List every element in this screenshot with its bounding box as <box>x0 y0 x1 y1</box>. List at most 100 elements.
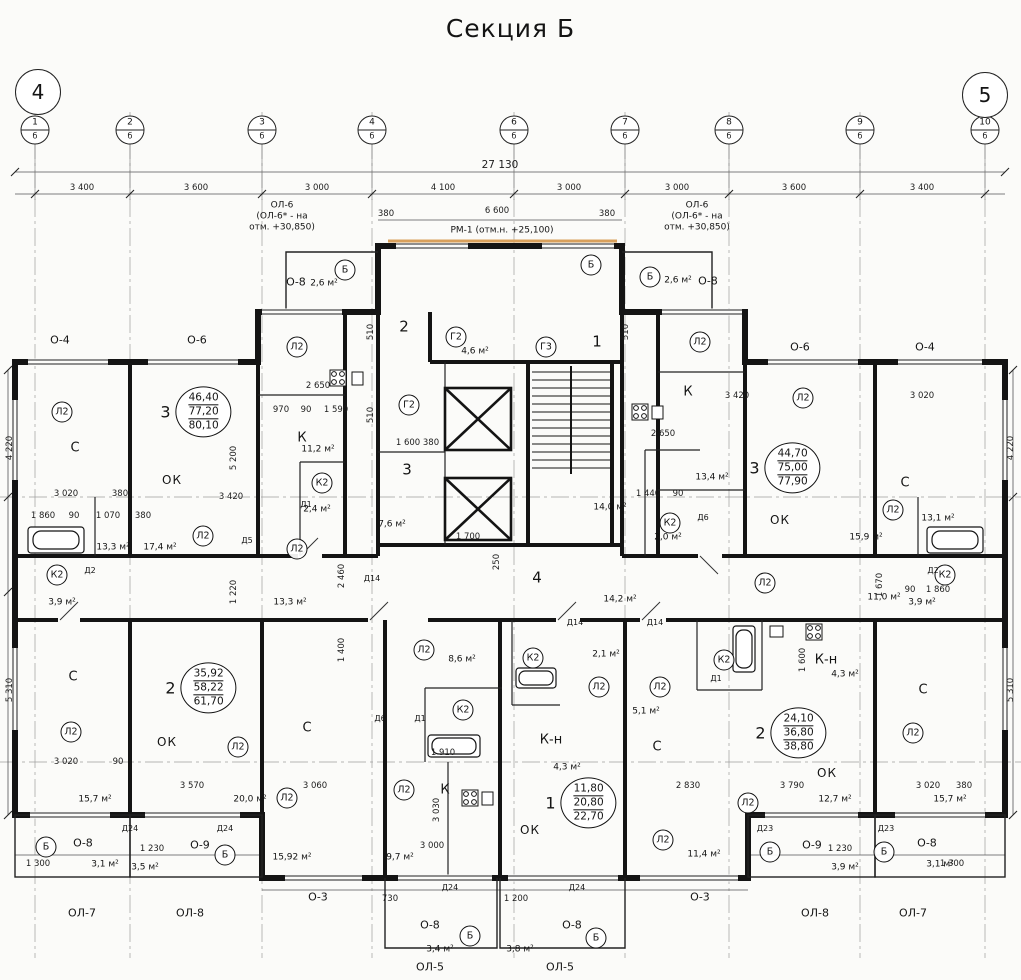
dimension: 250 <box>491 553 502 571</box>
apartment-area-value: 80,10 <box>188 419 219 432</box>
room-area: 4,3 м² <box>831 669 859 680</box>
total-dimension: 27 130 <box>481 158 519 171</box>
grid-axis-number: 3 <box>248 117 276 131</box>
window-label: О-9 <box>190 838 210 852</box>
apartment-area-value: 75,00 <box>777 461 808 476</box>
room-area: 9,7 м² <box>386 852 414 863</box>
balcony-marker: Б <box>459 925 481 947</box>
room-area: 3,4 м² <box>426 944 454 955</box>
dimension: 2 650 <box>650 428 676 439</box>
apartment-area-value: 35,92 <box>193 667 224 682</box>
door-label: Д14 <box>566 618 584 627</box>
window-label: О-8 <box>286 275 306 289</box>
dimension: 3 790 <box>779 780 805 791</box>
dimension: 4 220 <box>4 435 15 461</box>
bath-unit-marker: К2 <box>311 472 333 494</box>
room-kitchen: К <box>297 430 307 446</box>
note-ol6: ОЛ-6 <box>685 200 709 211</box>
room-area: 14,2 м² <box>603 594 637 605</box>
zone-number: 3 <box>402 460 412 479</box>
dimension: 1 220 <box>228 579 239 605</box>
dimension: 380 <box>422 437 440 448</box>
dimension: 3 020 <box>53 756 79 767</box>
zone-number: 2 <box>399 317 409 336</box>
zone-number: 1 <box>592 332 602 351</box>
grid-axis-suffix: б <box>857 131 863 141</box>
loggia-marker: Л2 <box>737 792 759 814</box>
apartment-area-value: 22,70 <box>573 810 604 823</box>
loggia-marker: Л2 <box>754 572 776 594</box>
room-area: 15,7 м² <box>78 794 112 805</box>
balcony-marker: Б <box>873 841 895 863</box>
apartment-area-value: 38,80 <box>783 740 814 753</box>
dimension: 380 <box>377 208 395 219</box>
room-area: 13,1 м² <box>921 513 955 524</box>
apartment-room-count: 1 <box>545 793 556 813</box>
dimension: 1 440 <box>635 488 661 499</box>
apartment-area-value: 11,80 <box>573 782 604 797</box>
balcony-marker: Б <box>580 254 602 276</box>
room-area: 3,9 м² <box>831 862 859 873</box>
room-living: С <box>302 720 312 736</box>
door-label: Д2 <box>84 566 96 575</box>
loggia-marker: Л2 <box>286 336 308 358</box>
room-area: 13,4 м² <box>695 472 729 483</box>
dimension: 3 030 <box>431 797 442 823</box>
apartment-room-count: 3 <box>749 458 760 478</box>
room-area: 2,4 м² <box>303 504 331 515</box>
bath-unit-marker: К2 <box>522 647 544 669</box>
loggia-marker: Л2 <box>276 787 298 809</box>
loggia-marker: Л2 <box>649 676 671 698</box>
apartment-area-value: 44,70 <box>777 447 808 462</box>
room-area: 11,0 м² <box>867 592 901 603</box>
grid-axis-number: 4 <box>358 117 386 131</box>
room-area: 3,8 м² <box>506 944 534 955</box>
window-unit-label: ОК <box>162 473 182 487</box>
apartment-area-value: 24,10 <box>783 712 814 727</box>
dimension: 3 570 <box>179 780 205 791</box>
window-label: О-6 <box>187 333 207 347</box>
dimension: 1 860 <box>30 510 56 521</box>
room-area: 2,6 м² <box>310 278 338 289</box>
dimension: 380 <box>598 208 616 219</box>
bath-unit-marker: К2 <box>452 699 474 721</box>
bath-unit-marker: К2 <box>713 649 735 671</box>
dimension: 5 200 <box>228 445 239 471</box>
loggia-marker: Л2 <box>227 736 249 758</box>
grid-axis-number: 7 <box>611 117 639 131</box>
axis-dimension: 3 600 <box>781 182 807 193</box>
room-area: 15,9 м² <box>849 532 883 543</box>
dimension: 1 070 <box>95 510 121 521</box>
loggia-marker: Л2 <box>393 779 415 801</box>
window-label: О-3 <box>308 890 328 904</box>
dimension: 2 460 <box>336 563 347 589</box>
dimension: 1 230 <box>139 843 165 854</box>
grid-axis-suffix: б <box>982 131 988 141</box>
door-label: Д24 <box>121 824 139 833</box>
room-living: С <box>68 669 78 685</box>
dimension: 730 <box>381 893 399 904</box>
axis-dimension: 4 100 <box>430 182 456 193</box>
dimension: 90 <box>68 510 80 521</box>
loggia-marker: Л2 <box>902 722 924 744</box>
section-axis-marker-4: 4 <box>15 69 61 115</box>
dimension: 1 300 <box>939 858 965 869</box>
windows <box>11 242 1009 882</box>
elevator-shafts <box>443 386 513 542</box>
window-label: О-3 <box>690 890 710 904</box>
dimension: 90 <box>672 488 684 499</box>
loggia-label: ОЛ-7 <box>68 906 96 920</box>
note-rm1: РМ-1 (отм.н. +25,100) <box>450 225 554 236</box>
loggia-marker: Л2 <box>792 387 814 409</box>
